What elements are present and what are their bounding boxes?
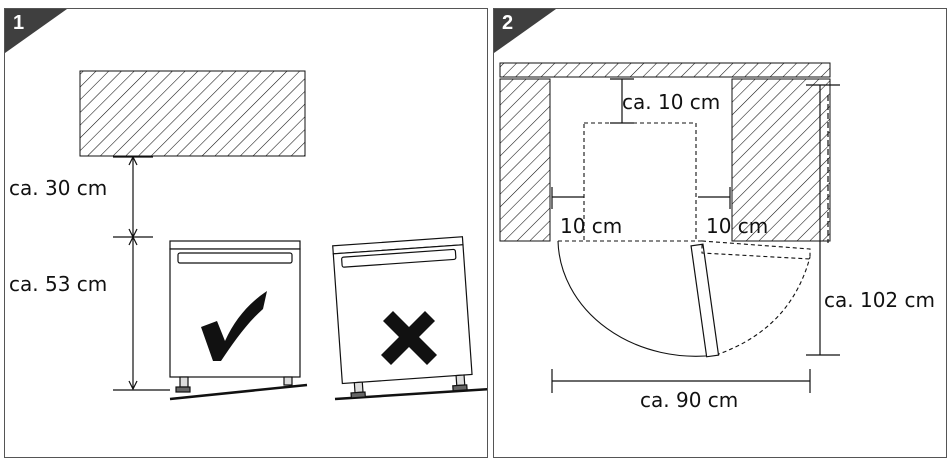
label-top-clearance: ca. 30 cm [9, 176, 107, 200]
back-wall-hatch [499, 62, 831, 78]
checkmark-icon [201, 291, 267, 361]
label-appliance-height: ca. 53 cm [9, 272, 107, 296]
fridge-upright [169, 240, 301, 393]
label-back-clearance: ca. 10 cm [622, 90, 720, 114]
left-cabinet-hatch [499, 78, 551, 242]
panel-height-clearance: ca. 30 cm ca. 53 cm 1 [4, 8, 488, 458]
door-swing-arc [557, 240, 717, 357]
depth-dimension [806, 84, 840, 356]
right-cabinet-hatch [731, 78, 831, 242]
cross-icon [381, 311, 437, 365]
panel-floor-clearance: ca. 10 cm 10 cm 10 cm ca. 102 cm [493, 8, 947, 458]
fridge-tilted [332, 236, 473, 399]
wall-above-hatch [79, 70, 306, 157]
fridge-outline [583, 122, 697, 242]
label-width: ca. 90 cm [640, 388, 738, 412]
label-depth: ca. 102 cm [824, 288, 935, 312]
door-swing-arc-dashed [715, 256, 811, 356]
top-clearance-dimension [113, 155, 170, 391]
door-open [690, 243, 720, 358]
door-closed-dashed [701, 240, 811, 260]
diagram-height-clearance: ca. 30 cm ca. 53 cm [9, 70, 487, 401]
right-clearance-dimension [698, 187, 731, 209]
label-right-clearance: 10 cm [706, 214, 768, 238]
diagram-top-view: ca. 10 cm 10 cm 10 cm ca. 102 cm [499, 62, 935, 412]
width-dimension [551, 369, 811, 393]
left-clearance-dimension [551, 187, 584, 209]
label-left-clearance: 10 cm [560, 214, 622, 238]
panel-number: 2 [502, 12, 514, 34]
floor-line-level [169, 383, 308, 401]
back-clearance-dimension [610, 78, 634, 124]
panel-number: 1 [13, 12, 25, 34]
